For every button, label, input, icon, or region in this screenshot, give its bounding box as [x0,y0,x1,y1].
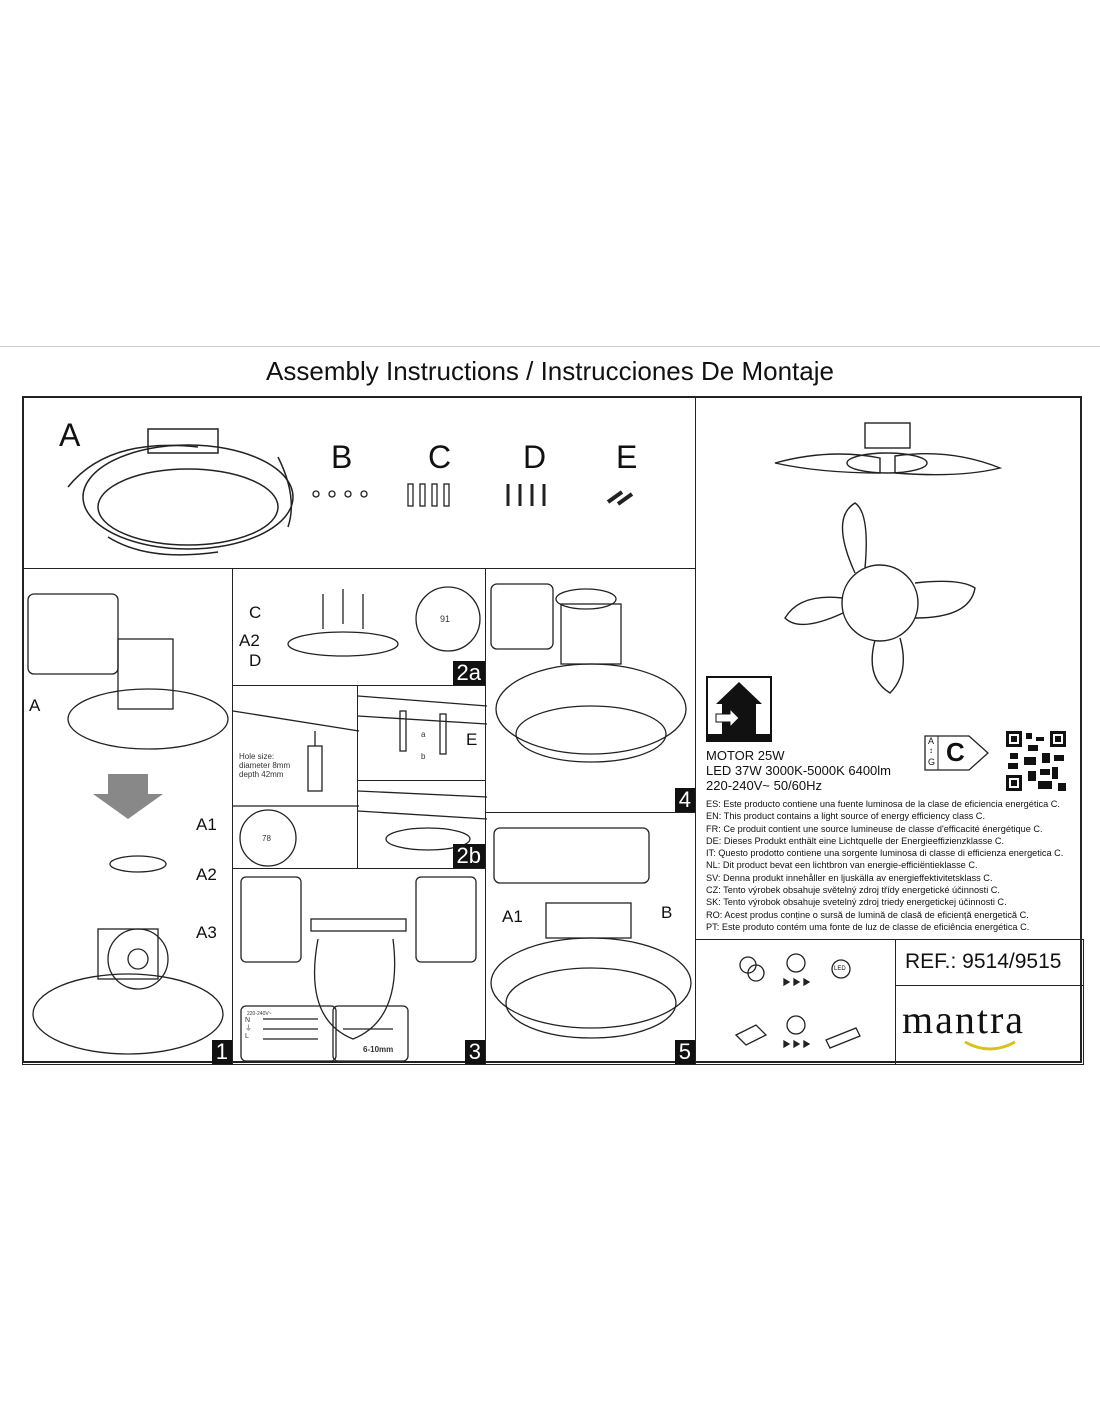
step-number-4: 4 [674,788,695,812]
voltage-label: 220-240V~ [247,1011,272,1017]
part-label-a: A [59,417,81,453]
step-2b-panel: 2b [357,780,488,869]
scale-arrow-icon: ↕ [929,746,933,755]
spec-voltage: 220-240V~ 50/60Hz [706,778,823,793]
step2a-label-d: D [249,651,262,670]
brand-box [895,985,1084,1065]
anchor-drawing [357,695,488,755]
statement-sk: SK: Tento výrobok obsahuje svetelný zdro… [706,897,1007,908]
part-label-b: B [331,439,353,475]
part-label-e: E [616,439,638,475]
top-divider [0,346,1100,347]
step1-label-a: A [29,696,41,715]
step-4-drawing [490,583,687,763]
fan-unit-drawing [67,428,294,556]
specs-block: MOTOR 25W LED 37W 3000K-5000K 6400lm 220… [706,748,891,793]
part-label-c: C [428,439,452,475]
step-1-drawing [27,593,229,1055]
fan-product-views [774,422,1003,694]
parts-panel: A B C D E [22,396,696,569]
step1-label-a1: A1 [196,815,217,834]
reference-number: REF.: 9514/9515 [905,950,1062,973]
spec-led: LED 37W 3000K-5000K 6400lm [706,763,892,778]
statement-cz: CZ: Tento výrobek obsahuje světelný zdro… [706,885,1000,896]
step-number-5: 5 [674,1040,695,1064]
statement-nl: NL: Dit product bevat een lichtbron van … [706,860,978,871]
step-2b-drawing [357,790,488,851]
step-3-drawing [240,876,477,1062]
statement-pt: PT: Este produto contém uma fonte de luz… [706,921,1030,932]
step-3-panel: N ⏚ L 220-240V~ 6-10mm 3 [232,868,486,1065]
step2a-label-c: C [249,603,262,622]
step-a-mark: a [421,730,426,739]
step-2a-drawing [287,586,481,657]
statement-en: EN: This product contains a light source… [706,811,985,822]
led-icon: LED [834,966,846,972]
energy-class-badge [924,735,989,771]
step1-label-a2: A2 [196,865,217,884]
qr-code-icon [1006,731,1066,791]
template-number-78: 78 [262,834,271,843]
step1-label-a3: A3 [196,923,217,942]
drill-drawing [232,710,360,867]
step-number-3: 3 [464,1040,485,1064]
instruction-sheet-frame [22,396,1082,1063]
indoor-use-icon [706,676,772,742]
brand-logo: mantra [902,997,1026,1042]
step-number-1: 1 [211,1040,232,1064]
hardware-drawings [312,483,634,507]
template-number-91: 91 [440,614,451,624]
energy-class: C [946,737,965,767]
scale-bottom: G [928,757,936,767]
statement-it: IT: Questo prodotto contiene una sorgent… [706,848,1064,859]
disposal-icons-panel: LED [695,939,896,1065]
page-title: Assembly Instructions / Instrucciones De… [266,356,834,386]
step-4-panel: 4 [485,568,696,813]
step-1-panel: A A1 A2 A3 1 [22,568,233,1065]
statement-fr: FR: Ce produit contient une source lumin… [706,823,1043,834]
step-5-panel: A1 B 5 [485,812,696,1065]
wire-labels: N ⏚ L [245,1017,252,1040]
statement-sv: SV: Denna produkt innehåller en ljuskäll… [706,872,993,883]
step5-label-b: B [661,903,673,922]
statement-ro: RO: Acest produs conține o sursă de lumi… [706,909,1029,920]
step-5-drawing [490,827,692,1039]
spec-motor: MOTOR 25W [706,748,785,763]
scale-top: A [928,736,935,746]
step2a-label-a2: A2 [239,631,260,650]
step-2a-panel: 91 C A2 D 2a [232,568,486,686]
step-number-2a: 2a [452,661,485,685]
step-b-mark: b [421,752,426,761]
drilling-panel: Hole size: diameter 8mm depth 42mm 78 [232,685,360,869]
anchor-label-e: E [466,730,478,749]
part-label-d: D [523,439,547,475]
logo-smile [964,1040,1016,1051]
anchor-panel: a b E [357,685,488,781]
strip-length: 6-10mm [363,1045,394,1054]
step5-label-a1: A1 [502,907,523,926]
statement-de: DE: Dieses Produkt enthält eine Lichtque… [706,835,1005,846]
energy-statements: ES: Este producto contiene una fuente lu… [706,798,1063,933]
step-number-2b: 2b [452,844,485,868]
statement-es: ES: Este producto contiene una fuente lu… [706,799,1060,809]
hole-size-text: Hole size: diameter 8mm depth 42mm [239,752,291,779]
replacement-icons [734,953,861,1049]
